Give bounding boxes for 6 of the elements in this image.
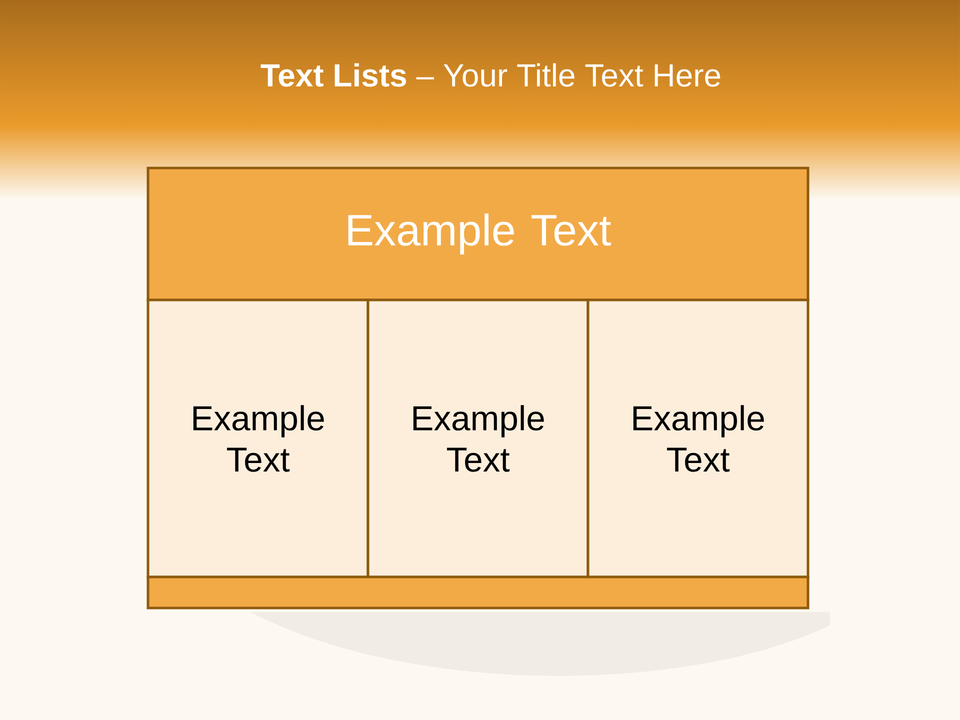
footer-bar [146,576,810,610]
text-box: Example Text [586,298,810,578]
text-box: Example Text [366,298,590,578]
header-box: Example Text [146,166,810,302]
slide-title: Text Lists – Your Title Text Here [260,63,720,87]
text-box: Example Text [146,298,370,578]
